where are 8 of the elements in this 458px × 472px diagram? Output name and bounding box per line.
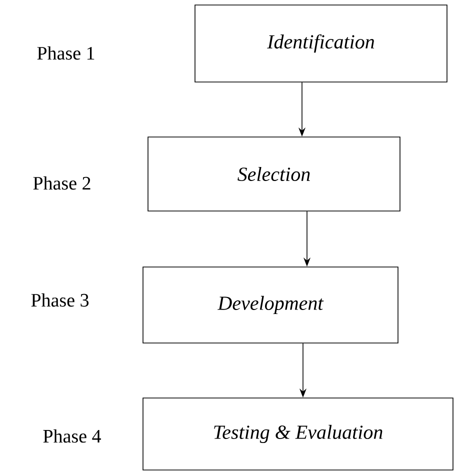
process-box: Testing & Evaluation	[142, 398, 454, 470]
process-box: Selection	[148, 136, 400, 212]
process-box: Development	[142, 266, 398, 344]
phase-label: Phase 1	[37, 46, 94, 60]
phase-label: Phase 2	[33, 176, 90, 190]
phase-label: Phase 4	[43, 429, 101, 443]
process-box: Identification	[194, 4, 448, 82]
phase-label: Phase 3	[31, 293, 89, 307]
